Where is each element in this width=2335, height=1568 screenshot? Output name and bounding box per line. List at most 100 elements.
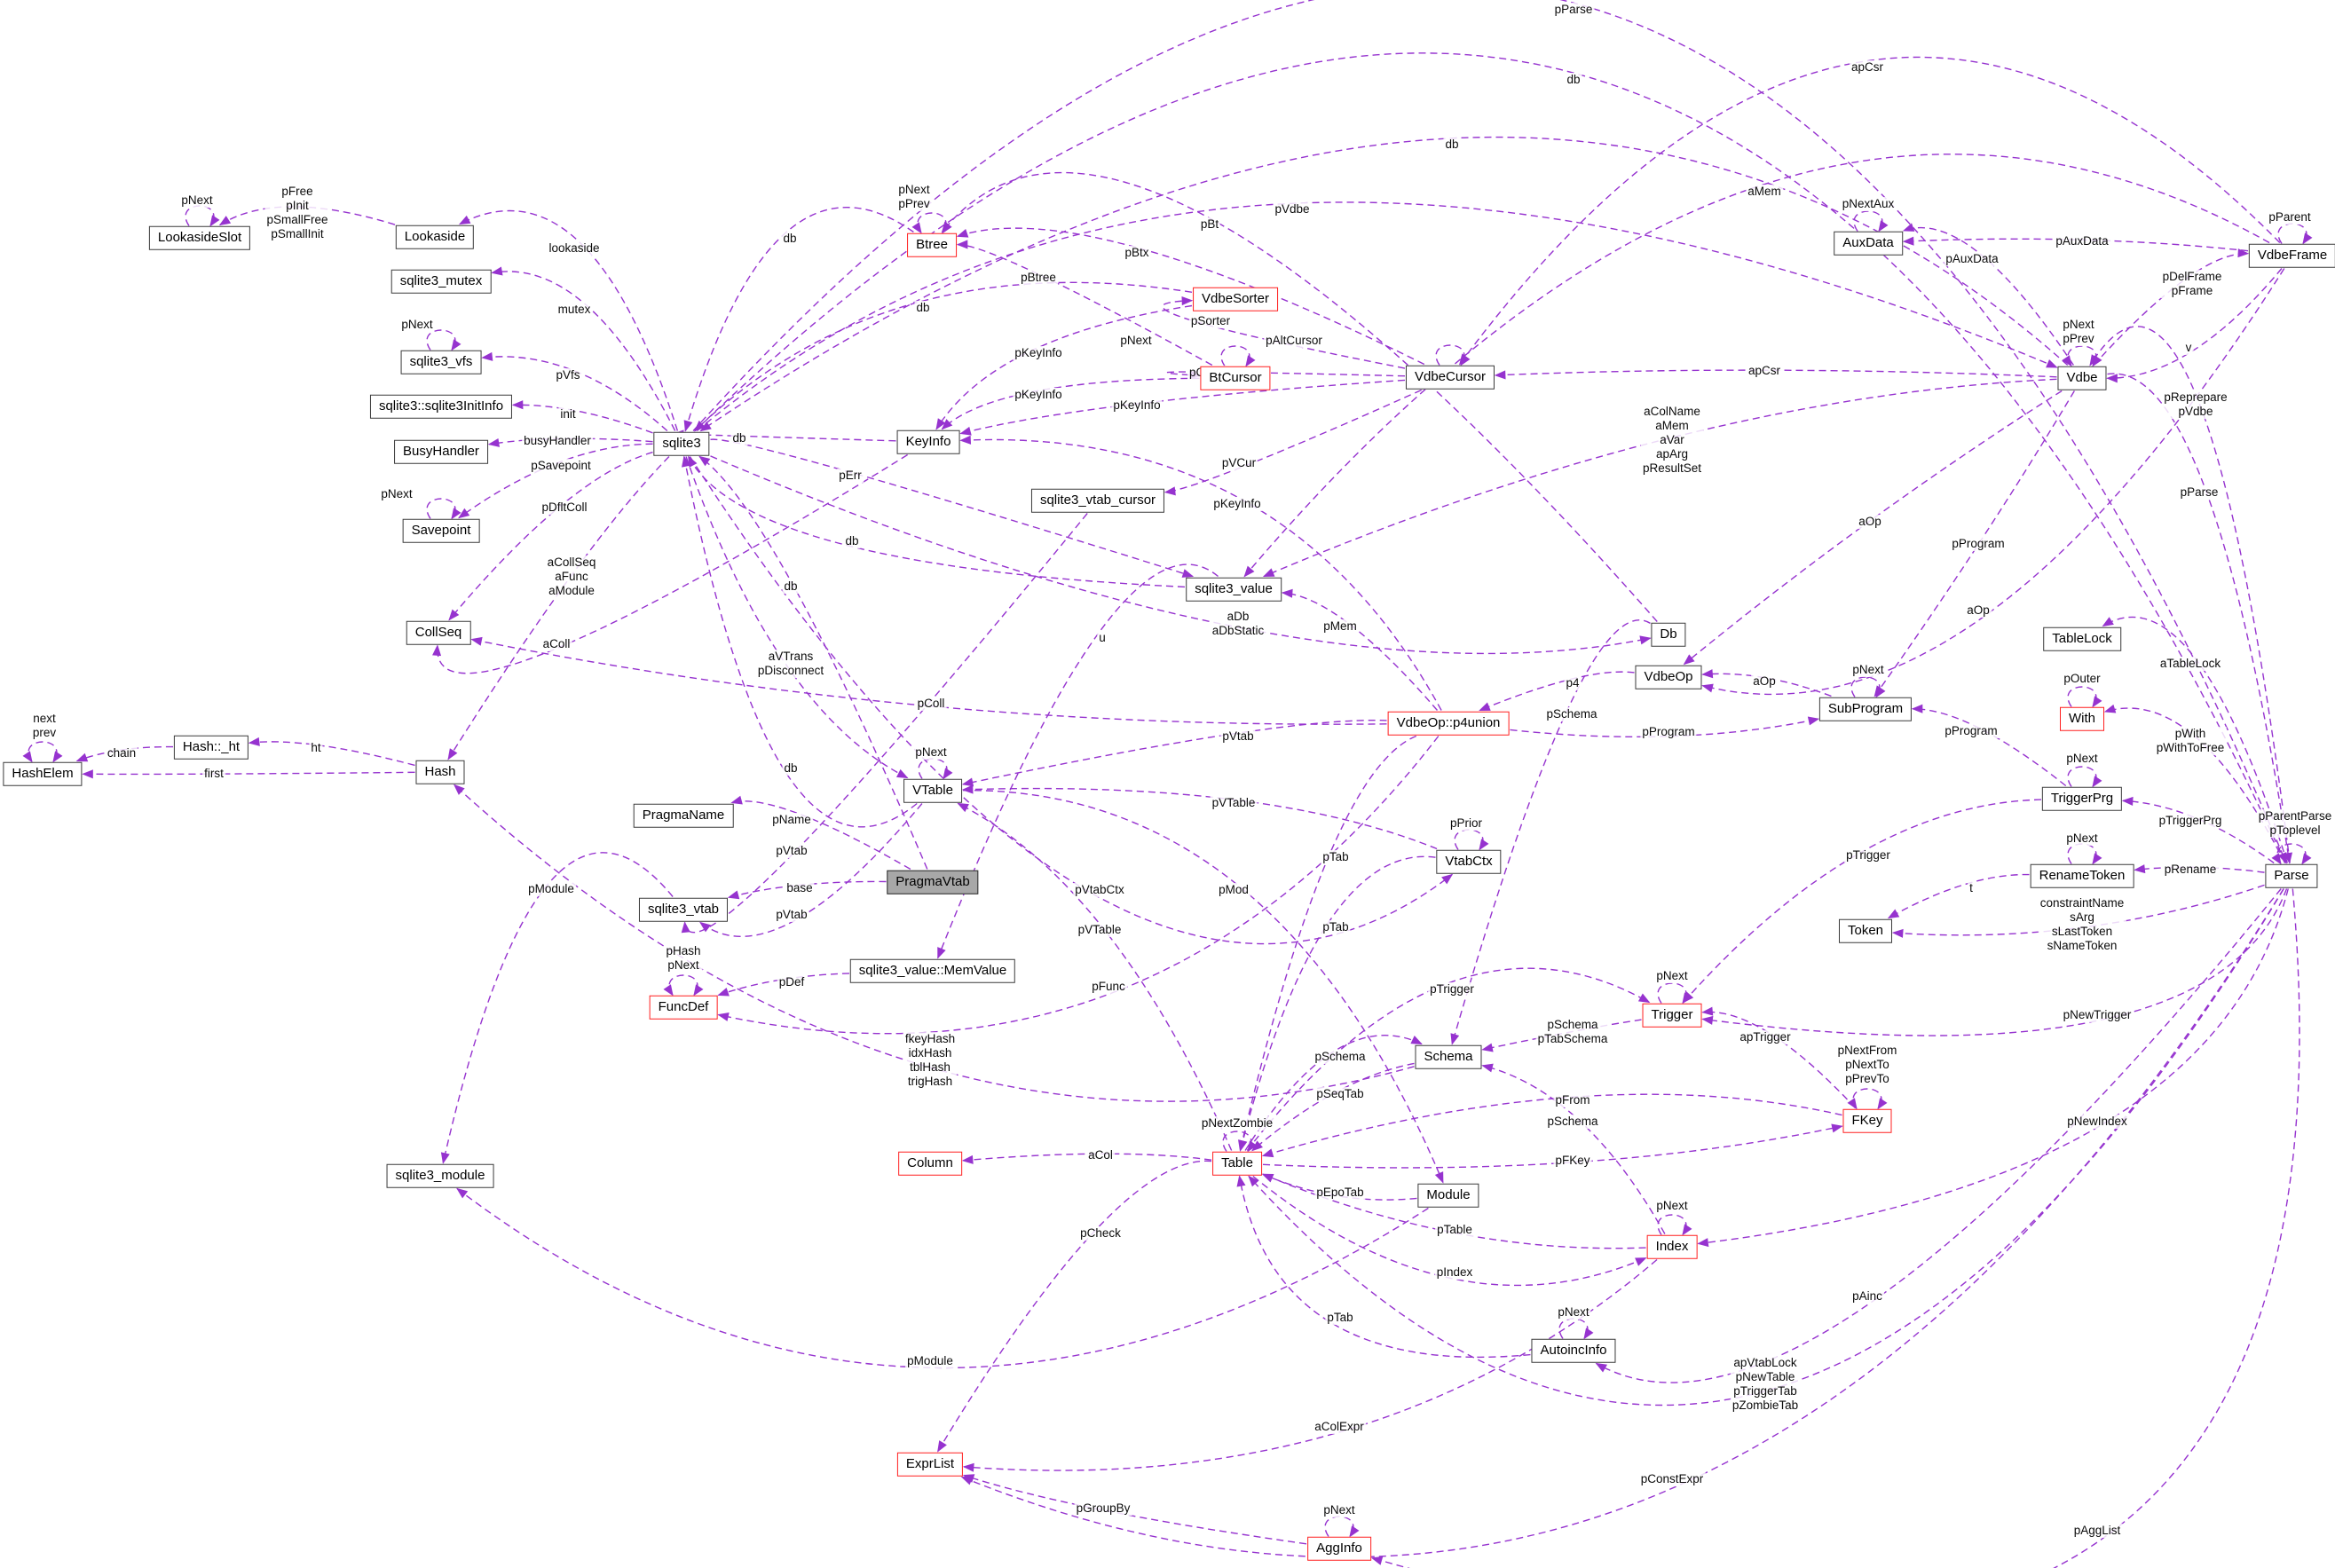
edge	[426, 329, 461, 351]
node-vtabctx[interactable]: VtabCtx	[1436, 849, 1502, 874]
edge	[1458, 56, 2281, 366]
node-parse[interactable]: Parse	[2265, 863, 2318, 888]
node-vtabcursor[interactable]: sqlite3_vtab_cursor	[1030, 488, 1165, 513]
edge	[487, 437, 653, 447]
edge	[1701, 888, 2288, 1036]
node-smodule[interactable]: sqlite3_module	[386, 1163, 494, 1188]
node-autoincinfo[interactable]: AutoincInfo	[1531, 1338, 1616, 1363]
edge	[717, 973, 850, 997]
node-vdbecursor[interactable]: VdbeCursor	[1405, 365, 1495, 390]
edge	[1162, 296, 1406, 369]
edge	[1262, 1123, 1843, 1169]
node-token[interactable]: Token	[1838, 918, 1893, 943]
node-vfs[interactable]: sqlite3_vfs	[400, 350, 482, 374]
node-dbstruct[interactable]: Db	[1651, 622, 1686, 647]
node-vdbeop[interactable]: VdbeOp	[1635, 665, 1702, 689]
node-column[interactable]: Column	[898, 1151, 962, 1176]
node-module[interactable]: Module	[1417, 1183, 1479, 1208]
node-trigger[interactable]: Trigger	[1642, 1003, 1702, 1028]
edge	[2067, 766, 2102, 788]
edge	[2134, 864, 2265, 874]
edge	[1911, 704, 2067, 787]
edge	[1244, 1035, 1423, 1151]
edge	[1479, 671, 1635, 712]
node-btree[interactable]: Btree	[907, 232, 957, 257]
node-table[interactable]: Table	[1212, 1151, 1262, 1176]
node-hash[interactable]: Hash	[415, 760, 465, 784]
node-value[interactable]: sqlite3_value	[1186, 577, 1282, 602]
edge	[1435, 344, 1471, 366]
node-hashelem[interactable]: HashElem	[3, 761, 83, 786]
edge	[1481, 1019, 1642, 1052]
node-vtable[interactable]: VTable	[903, 778, 962, 803]
node-sqlite3[interactable]: sqlite3	[653, 431, 710, 456]
node-keyinfo[interactable]: KeyInfo	[896, 429, 960, 454]
node-hash_ht[interactable]: Hash::_ht	[173, 735, 249, 760]
edge	[1683, 390, 2063, 666]
node-memvalue[interactable]: sqlite3_value::MemValue	[849, 958, 1016, 983]
edge	[962, 1474, 1307, 1545]
edge	[432, 453, 908, 674]
node-with[interactable]: With	[2060, 706, 2104, 731]
edge	[699, 136, 2069, 432]
edge	[694, 52, 2286, 863]
edge	[1454, 829, 1489, 851]
edge	[1891, 884, 2265, 938]
edge	[1874, 390, 2075, 697]
edge	[1902, 223, 2074, 366]
node-busyhandler[interactable]: BusyHandler	[394, 439, 488, 464]
edge	[1238, 855, 1436, 1152]
edge	[1701, 669, 1832, 697]
node-svtab[interactable]: sqlite3_vtab	[638, 897, 729, 922]
edge	[698, 455, 928, 870]
node-indexnode[interactable]: Index	[1646, 1234, 1698, 1259]
node-lookaside[interactable]: Lookaside	[395, 225, 475, 249]
node-pragmavtab[interactable]: PragmaVtab	[887, 870, 979, 894]
edge	[1701, 1006, 1856, 1108]
edge	[1243, 154, 2270, 578]
edge	[962, 1258, 1658, 1472]
edge	[2062, 345, 2102, 367]
edge	[1657, 1214, 1692, 1236]
edge	[1261, 1173, 1417, 1201]
edge	[935, 304, 1193, 430]
node-collseq[interactable]: CollSeq	[406, 620, 471, 645]
edge	[75, 745, 174, 762]
node-triggerprg[interactable]: TriggerPrg	[2041, 786, 2123, 811]
edge	[1510, 716, 1820, 738]
node-savepoint[interactable]: Savepoint	[402, 518, 480, 543]
node-schema[interactable]: Schema	[1415, 1044, 1482, 1069]
edge	[689, 456, 1454, 945]
node-btcursor[interactable]: BtCursor	[1200, 366, 1271, 390]
edge	[941, 377, 1200, 430]
node-p4union[interactable]: VdbeOp::p4union	[1387, 711, 1510, 736]
node-mutex[interactable]: sqlite3_mutex	[390, 269, 492, 294]
edge	[1251, 1062, 1415, 1152]
edge	[1222, 1131, 1258, 1153]
edge	[1657, 982, 1692, 1005]
node-vdbeframe[interactable]: VdbeFrame	[2248, 243, 2335, 268]
node-pragmaname[interactable]: PragmaName	[633, 803, 734, 828]
edge	[959, 435, 1442, 711]
node-renametoken[interactable]: RenameToken	[2030, 863, 2134, 888]
edge	[470, 636, 1387, 725]
node-auxdata[interactable]: AuxData	[1834, 231, 1903, 256]
node-initinfo[interactable]: sqlite3::sqlite3InitInfo	[369, 394, 513, 419]
node-funcdef[interactable]: FuncDef	[649, 995, 718, 1020]
node-fkey[interactable]: FKey	[1842, 1108, 1892, 1133]
edge	[248, 737, 415, 767]
node-exprlist[interactable]: ExprList	[896, 1452, 964, 1477]
node-lookasideslot[interactable]: LookasideSlot	[148, 225, 251, 250]
node-vdbesorter[interactable]: VdbeSorter	[1193, 287, 1278, 311]
node-agginfo[interactable]: AggInfo	[1307, 1536, 1371, 1561]
edge	[1697, 888, 2289, 1248]
edge	[672, 429, 896, 442]
node-subprogram[interactable]: SubProgram	[1818, 697, 1913, 721]
node-vdbe[interactable]: Vdbe	[2057, 366, 2107, 390]
edge	[1262, 378, 2057, 578]
edge	[218, 206, 396, 226]
node-tablelock[interactable]: TableLock	[2043, 626, 2121, 651]
edge	[2103, 704, 2286, 863]
